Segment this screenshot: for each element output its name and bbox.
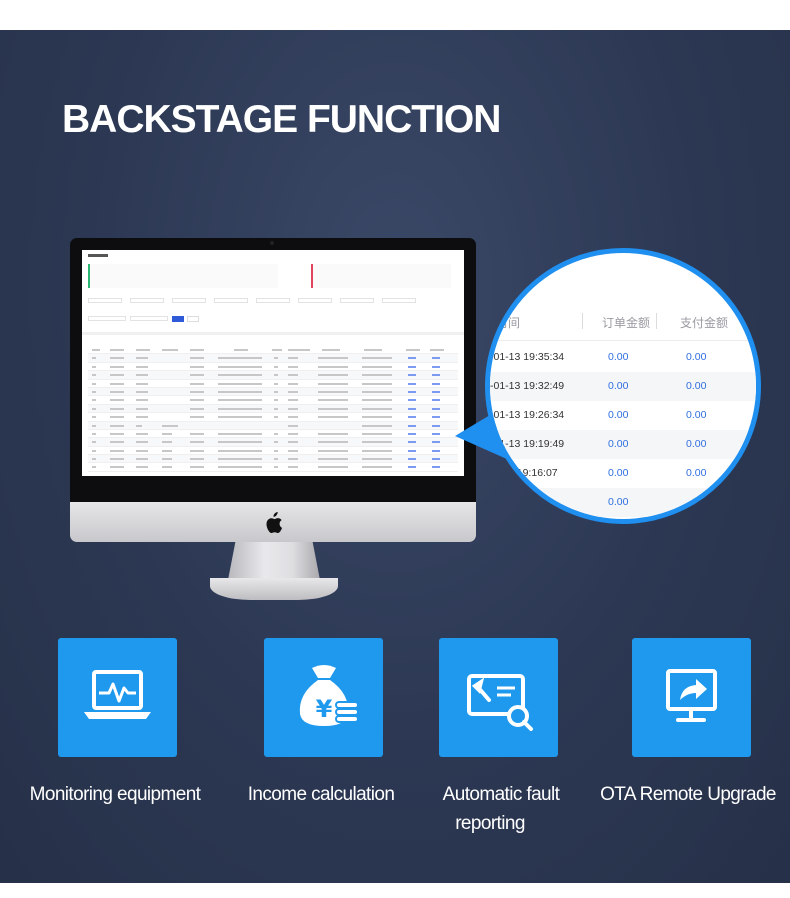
screen-share-arrow-icon: [666, 669, 717, 722]
row-time: -01-13 19:19:49: [490, 438, 565, 450]
table-row: [88, 396, 458, 405]
zoom-table-row: 3 19:16:07 0.00 0.00: [490, 459, 756, 488]
filter-input: [382, 298, 416, 303]
table-row: [88, 447, 458, 456]
row-time: 3 19:16:07: [508, 467, 558, 479]
feature-label-line: reporting: [455, 813, 525, 834]
camera-dot: [270, 241, 274, 245]
row-pay-amount: 0.00: [686, 351, 707, 363]
table-row: [88, 380, 458, 388]
zoom-table-header: 时间 订单金额 支付金额: [490, 301, 756, 341]
svg-text:¥: ¥: [316, 695, 333, 723]
feature-label-line: Automatic fault: [442, 784, 560, 805]
fault-reporting-tile: [439, 638, 558, 757]
row-pay-amount: 0.00: [686, 380, 707, 392]
table-row: [88, 354, 458, 363]
filter-input: [340, 298, 374, 303]
column-pay-amount: 支付金额: [680, 316, 729, 330]
imac-stand-foot: [210, 578, 338, 600]
feature-label-income: Income calculation: [247, 784, 395, 805]
feature-label-ota: OTA Remote Upgrade: [600, 784, 776, 805]
filter-input: [88, 298, 122, 303]
row-order-amount: 0.00: [608, 467, 629, 479]
column-separator: [582, 313, 583, 329]
row-order-amount: 0.00: [608, 496, 629, 508]
row-time: -01-13 19:32:49: [490, 380, 565, 392]
date-input: [88, 316, 126, 321]
table-row: [88, 413, 458, 422]
table-row: [88, 387, 458, 397]
column-time: 时间: [496, 316, 521, 330]
imac-chin: [70, 502, 476, 542]
zoom-table-row: -01-13 19:32:49 0.00 0.00: [490, 372, 756, 401]
ota-remote-upgrade-tile: [632, 638, 751, 757]
income-calculation-tile: ¥: [264, 638, 383, 757]
date-input: [130, 316, 168, 321]
zoom-table-row: -01-13 19:35:34 0.00 0.00: [490, 343, 756, 372]
order-table: [88, 346, 458, 472]
filter-input: [298, 298, 332, 303]
row-order-amount: 0.00: [608, 380, 629, 392]
table-header-row: [88, 346, 458, 355]
row-pay-amount: 0.00: [686, 409, 707, 421]
zoom-table-row: -01-13 19:26:34 0.00 0.00: [490, 401, 756, 430]
imac-screen: [70, 238, 476, 502]
divider: [82, 332, 464, 335]
row-pay-amount: 0.00: [686, 467, 707, 479]
table-row: [88, 421, 458, 430]
row-order-amount: 0.00: [608, 438, 629, 450]
row-order-amount: 0.00: [608, 351, 629, 363]
reset-button: [187, 316, 199, 322]
report-search-icon: [467, 674, 533, 731]
table-row: [88, 430, 458, 439]
row-pay-amount: 0.00: [686, 438, 707, 450]
money-bag-yen-icon: ¥: [299, 665, 359, 726]
row-time: -01-13 19:35:34: [490, 351, 565, 363]
filter-input: [256, 298, 290, 303]
admin-dashboard-screenshot: [82, 250, 464, 476]
feature-label-fault-reporting: Automatic fault reporting: [420, 780, 582, 838]
stat-card: [88, 264, 278, 288]
backstage-panel: BACKSTAGE FUNCTION: [0, 30, 790, 883]
column-order-amount: 订单金额: [602, 316, 651, 330]
monitoring-equipment-tile: [58, 638, 177, 757]
filter-input: [172, 298, 206, 303]
column-separator: [656, 313, 657, 329]
table-row: [88, 455, 458, 464]
search-button: [172, 316, 184, 322]
table-row: [88, 404, 458, 414]
table-row: [88, 371, 458, 380]
row-time: 55: [538, 496, 550, 508]
row-order-amount: 0.00: [608, 409, 629, 421]
filter-input: [130, 298, 164, 303]
feature-label-monitoring: Monitoring equipment: [29, 784, 201, 805]
stat-card: [311, 264, 451, 288]
table-row: [88, 438, 458, 447]
table-row: [88, 363, 458, 372]
zoom-table-row: 55 0.00: [490, 488, 756, 517]
dashboard-title: [88, 254, 108, 257]
monitor-pulse-icon: [84, 670, 151, 719]
zoom-table-row: -01-13 19:19:49 0.00 0.00: [490, 430, 756, 459]
imac-stand: [228, 542, 320, 580]
table-row: [88, 463, 458, 472]
apple-logo-icon: [266, 512, 283, 534]
magnifier-zoom-view: 时间 订单金额 支付金额 -01-13 19:35:34 0.00 0.00 -…: [485, 248, 761, 524]
row-time: -01-13 19:26:34: [490, 409, 565, 421]
page-title: BACKSTAGE FUNCTION: [62, 98, 501, 141]
filter-input: [214, 298, 248, 303]
